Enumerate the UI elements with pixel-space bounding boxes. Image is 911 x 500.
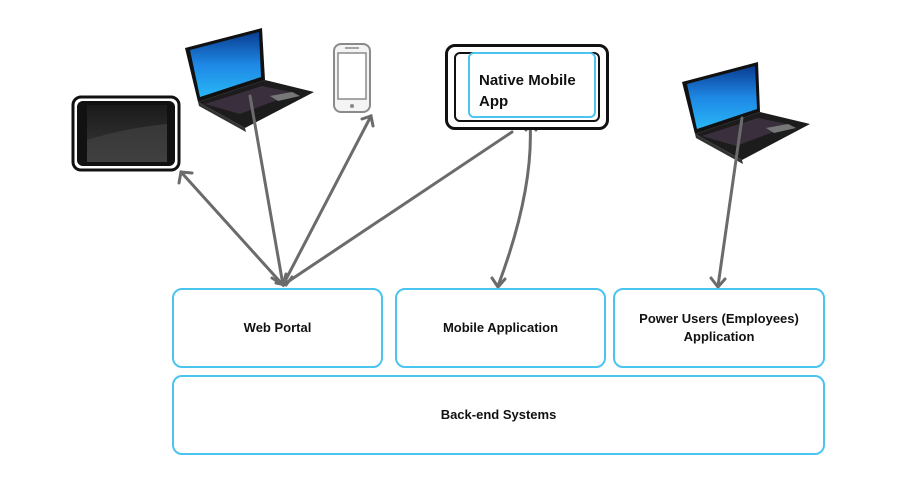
arrow-web-to-native bbox=[281, 130, 514, 287]
native-mobile-app-box: Native Mobile App bbox=[468, 52, 596, 118]
arrow-laptop-to-power bbox=[716, 116, 744, 288]
mobile-application-label: Mobile Application bbox=[442, 320, 559, 335]
laptop-icon bbox=[682, 62, 810, 164]
native-app-label-line1: Native Mobile bbox=[479, 72, 576, 89]
arrowhead bbox=[274, 275, 294, 287]
power-users-application-box: Power Users (Employees) Application bbox=[613, 288, 825, 368]
arrowhead bbox=[360, 114, 375, 128]
backend-systems-label: Back-end Systems bbox=[440, 407, 557, 422]
tablet-icon bbox=[71, 95, 181, 172]
smartphone-icon bbox=[333, 43, 371, 113]
arrowhead bbox=[177, 170, 194, 185]
arrowhead bbox=[490, 276, 507, 290]
arrowhead bbox=[709, 276, 727, 290]
laptop-icon bbox=[185, 28, 314, 132]
mobile-application-box: Mobile Application bbox=[395, 288, 606, 368]
arrow-web-to-phone bbox=[281, 114, 373, 287]
native-app-label-line2: App bbox=[479, 93, 509, 110]
arrow-native-to-mobile bbox=[496, 120, 532, 288]
arrow-web-to-laptop bbox=[248, 94, 285, 287]
backend-systems-box: Back-end Systems bbox=[172, 375, 825, 455]
power-users-label-line2: Application bbox=[683, 329, 755, 344]
power-users-label-line1: Power Users (Employees) bbox=[639, 311, 799, 326]
web-portal-label: Web Portal bbox=[243, 320, 312, 335]
arrow-web-to-tablet bbox=[179, 170, 285, 287]
web-portal-box: Web Portal bbox=[172, 288, 383, 368]
